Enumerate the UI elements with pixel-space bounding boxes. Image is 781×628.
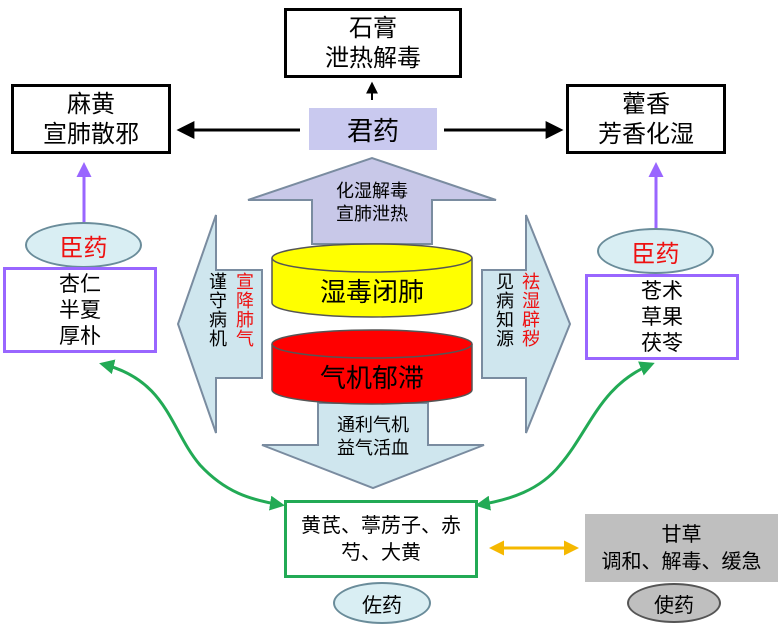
chen-yao-left-text: 臣药 (59, 233, 108, 262)
cylinder-bottom-label: 气机郁滞 (272, 354, 472, 398)
left-top-herb-name: 麻黄 (67, 90, 115, 118)
shi-yao-text: 使药 (654, 592, 694, 617)
chen-yao-right-text: 臣药 (631, 239, 680, 268)
cylinder-bottom-text: 气机郁滞 (319, 363, 424, 394)
left-arrow-black-text: 谨守病机 (206, 272, 227, 348)
zuo-herbs-box: 黄芪、葶苈子、赤 芍、大黄 (284, 500, 478, 578)
chen-yao-left-badge: 臣药 (25, 222, 142, 268)
chen-yao-right-badge: 臣药 (597, 228, 714, 274)
cylinder-bottom-shape (271, 329, 473, 405)
left-herbs-box: 杏仁 半夏 厚朴 (3, 267, 157, 353)
right-herbs-box: 苍术 草果 茯苓 (585, 274, 739, 360)
green-curve-left (99, 359, 285, 511)
zuo-yao-text: 佐药 (362, 592, 402, 617)
right-herb-2: 草果 (641, 305, 683, 329)
left-top-herb-box: 麻黄 宣肺散邪 (11, 84, 171, 154)
down-arrow-line1: 通利气机 (337, 415, 409, 436)
left-arrow-red-text: 宣降肺气 (233, 272, 254, 348)
cylinder-top-shape (271, 243, 473, 318)
top-herb-box: 石膏 泄热解毒 (284, 8, 462, 78)
shi-herbs-box: 甘草 调和、解毒、缓急 (585, 514, 778, 582)
zuo-herbs-line1: 黄芪、葶苈子、赤 (301, 513, 461, 537)
down-block-arrow (261, 402, 485, 490)
right-arrow-black-text: 见病知源 (493, 272, 514, 348)
down-arrow-text: 通利气机 益气活血 (318, 414, 428, 460)
up-arrow-line1: 化湿解毒 (336, 181, 408, 202)
left-top-herb-effect: 宣肺散邪 (43, 120, 139, 148)
left-herb-1: 杏仁 (59, 272, 101, 296)
zuo-herbs-line2: 芍、大黄 (341, 540, 421, 564)
right-top-herb-name: 藿香 (622, 90, 670, 118)
shi-herb-name: 甘草 (661, 522, 702, 546)
right-arrow-red-text: 祛湿辟秽 (519, 272, 540, 348)
jun-yao-label: 君药 (309, 108, 437, 150)
jun-yao-text: 君药 (346, 116, 399, 147)
top-herb-name: 石膏 (349, 14, 397, 42)
green-curve-right (475, 361, 655, 511)
cylinder-top-label: 湿毒闭肺 (272, 268, 472, 312)
right-top-herb-effect: 芳香化湿 (598, 120, 694, 148)
right-herb-1: 苍术 (641, 279, 683, 303)
down-arrow-line2: 益气活血 (337, 438, 409, 459)
up-arrow-line2: 宣肺泄热 (336, 204, 408, 225)
up-arrow-text: 化湿解毒 宣肺泄热 (312, 180, 432, 226)
shi-herb-effect: 调和、解毒、缓急 (601, 549, 762, 573)
cylinder-top-text: 湿毒闭肺 (319, 277, 424, 308)
left-herb-2: 半夏 (59, 298, 101, 322)
right-herb-3: 茯苓 (641, 331, 683, 355)
right-top-herb-box: 藿香 芳香化湿 (566, 84, 726, 154)
zuo-yao-badge: 佐药 (333, 582, 431, 624)
shi-yao-badge: 使药 (627, 583, 721, 623)
up-block-arrow (247, 156, 497, 245)
left-herb-3: 厚朴 (59, 324, 101, 348)
top-herb-effect: 泄热解毒 (325, 44, 421, 72)
